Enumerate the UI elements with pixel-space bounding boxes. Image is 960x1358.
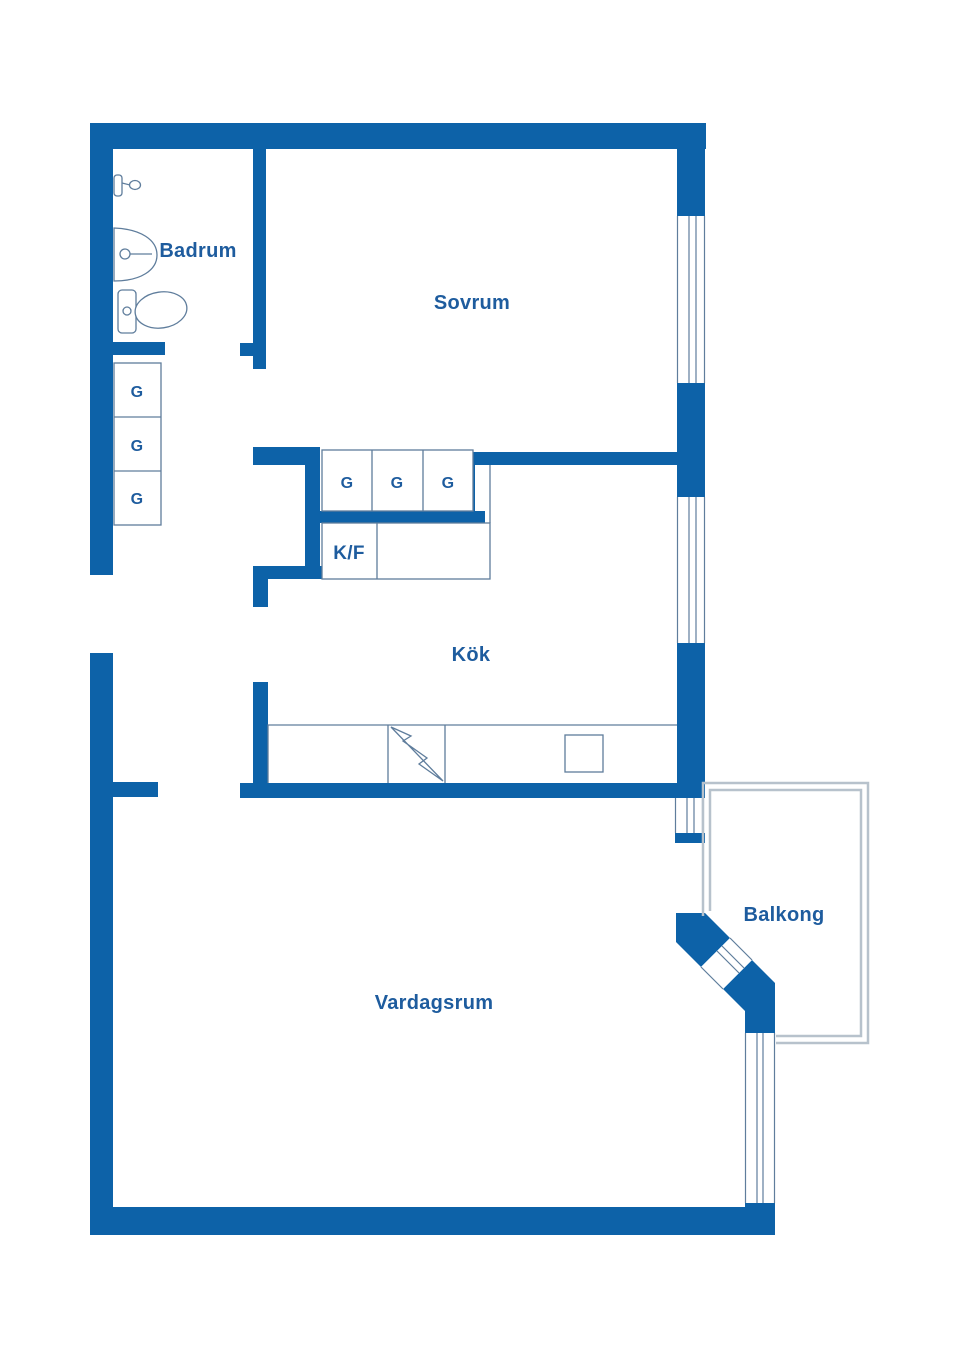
window-vardagsrum — [744, 1033, 776, 1203]
balcony-outer-rail — [701, 781, 870, 1045]
bathroom-fixtures — [113, 174, 188, 334]
toilet-bowl — [134, 291, 188, 329]
room-label-sovrum: Sovrum — [434, 292, 510, 314]
fridge-freezer-divider — [376, 465, 491, 579]
room-labels: Badrum Sovrum Kök Vardagsrum Balkong G G… — [131, 240, 825, 1014]
window-glass — [701, 938, 752, 989]
window-glass — [675, 798, 703, 833]
wall-kitchen-door-jamb — [253, 566, 268, 607]
hall-wardrobe-unit — [113, 362, 162, 526]
window-sovrum — [676, 216, 706, 383]
balcony-outline — [701, 781, 870, 1045]
toilet-icon — [117, 289, 188, 334]
wardrobe-label: G — [131, 384, 144, 401]
cabinet-label: G — [442, 475, 455, 492]
wall-badrum-door-jamb-v — [253, 343, 266, 369]
walls — [90, 123, 775, 1235]
room-label-kok: Kök — [452, 644, 491, 666]
wall-badrum-sovrum-divider — [253, 140, 266, 345]
wardrobe-dividers — [114, 416, 161, 472]
window-panes — [674, 798, 704, 833]
window-panes — [676, 497, 706, 643]
wall-sovrum-kok-divider — [473, 452, 677, 465]
kitchen-sink-icon — [564, 734, 604, 773]
fridge-freezer-label: K/F — [333, 543, 365, 564]
wall-segment-bottom — [90, 1207, 775, 1235]
cabinet-label: G — [391, 475, 404, 492]
wardrobe-label: G — [131, 491, 144, 508]
cabinet-label: G — [341, 475, 354, 492]
wall-hall-arm-bottom — [258, 566, 322, 579]
window-panes — [676, 216, 706, 383]
wall-diagonal-upper — [676, 913, 730, 967]
wall-hall-south-stub — [113, 782, 158, 797]
wall-kitchen-west — [253, 682, 268, 798]
room-label-badrum: Badrum — [159, 240, 236, 262]
window-glass — [677, 216, 705, 383]
wall-segment-right-1 — [677, 123, 705, 216]
shower-arm — [121, 182, 131, 186]
wall-below-cabinets — [315, 511, 485, 523]
window-right-short — [674, 798, 704, 833]
wall-segment-left-upper — [90, 123, 113, 575]
balcony-inner-rail — [708, 788, 863, 1038]
window-glass — [677, 497, 705, 643]
shower-bracket — [113, 174, 123, 197]
wall-segment-right-stub — [675, 833, 705, 843]
sink-faucet — [119, 248, 131, 260]
wall-segment-right-2 — [677, 383, 705, 497]
stove-icon — [390, 726, 444, 782]
wall-segment-bottom-right-corner — [745, 1203, 775, 1235]
wall-segment-left-lower — [90, 653, 113, 1235]
window-panes — [700, 937, 753, 990]
toilet-tank — [117, 289, 137, 334]
room-label-vardagsrum: Vardagsrum — [375, 992, 494, 1014]
wall-badrum-south — [113, 342, 165, 355]
kitchen-cabinet-unit — [321, 449, 474, 512]
diagonal-walls — [676, 913, 775, 1033]
fridge-freezer-box — [321, 522, 491, 580]
shower-mixer-icon — [113, 174, 142, 197]
room-label-balkong: Balkong — [744, 904, 825, 926]
wall-kitchen-south — [240, 783, 677, 798]
window-glass — [745, 1033, 775, 1203]
cabinet-box — [321, 449, 474, 512]
storage-units — [113, 362, 491, 580]
wall-segment-right-3 — [677, 643, 705, 798]
sink-icon — [113, 227, 158, 282]
wall-hall-vertical — [305, 447, 320, 566]
cabinet-dividers — [371, 450, 424, 511]
toilet-flush-button — [122, 306, 132, 316]
wall-segment-top — [90, 123, 706, 149]
shower-head — [128, 179, 142, 191]
wardrobe-label: G — [131, 438, 144, 455]
wall-hall-arm-top — [253, 447, 320, 465]
wardrobe-box — [113, 362, 162, 526]
kitchen-fixtures — [267, 724, 677, 783]
window-panes — [744, 1033, 776, 1203]
fridge-freezer-unit — [321, 465, 491, 580]
windows — [674, 216, 776, 1203]
kitchen-counter — [267, 724, 677, 783]
window-diagonal — [700, 937, 753, 990]
window-kok — [676, 497, 706, 643]
wall-diagonal-lower — [723, 960, 775, 1033]
